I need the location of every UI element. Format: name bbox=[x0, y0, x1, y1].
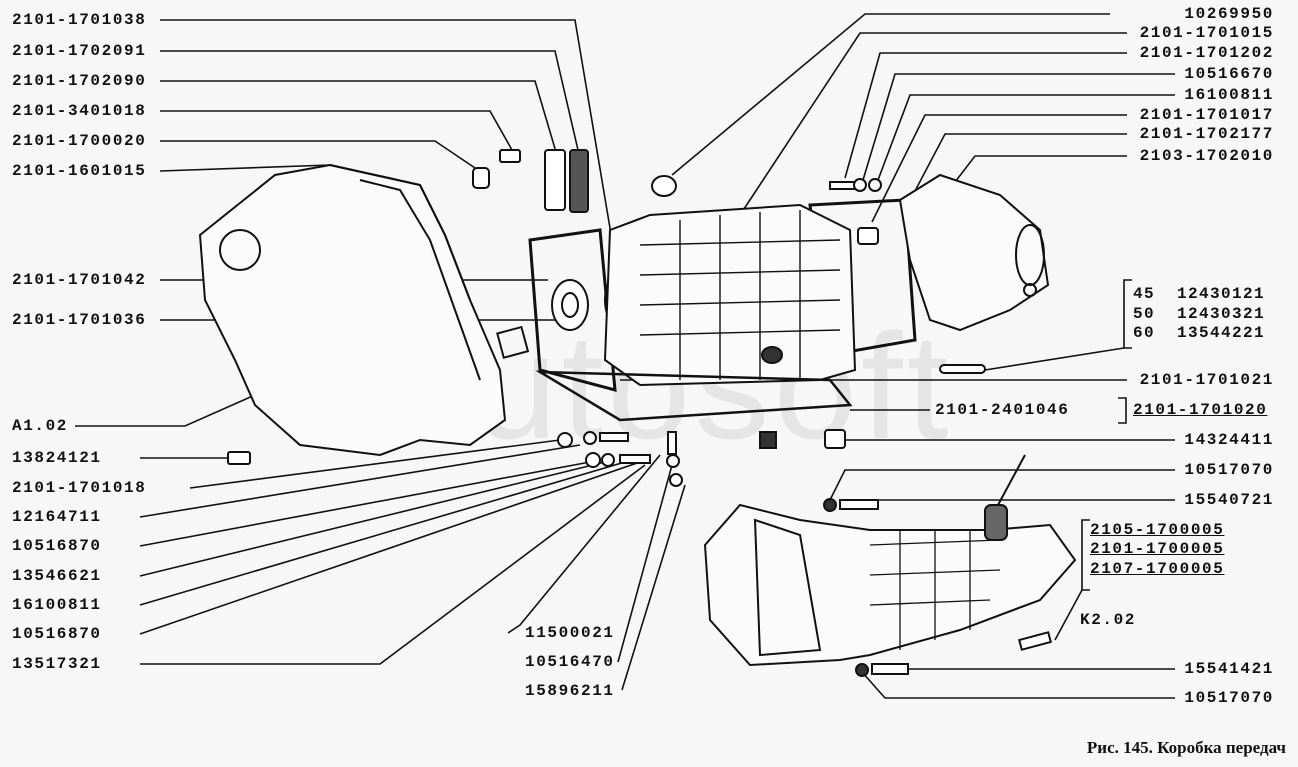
part-label: 12430121 bbox=[1177, 285, 1266, 303]
part-label: 10516870 bbox=[12, 625, 102, 643]
part-label: 2101-1701017 bbox=[1139, 106, 1274, 124]
section-ref-label: K2.02 bbox=[1080, 611, 1137, 629]
leader-line bbox=[159, 164, 331, 172]
front-gasket bbox=[528, 228, 617, 393]
leader-line bbox=[139, 444, 581, 518]
part-label: 2101-1701018 bbox=[12, 479, 147, 497]
leader-line bbox=[904, 133, 1127, 211]
length-value: 60 bbox=[1133, 324, 1156, 342]
small-parts bbox=[227, 149, 1053, 677]
table-row: 60 13544221 bbox=[1133, 324, 1265, 344]
assembly-label: 2101-1701020 bbox=[1133, 401, 1268, 419]
leader-line bbox=[160, 140, 479, 171]
part-label: 13517321 bbox=[12, 655, 102, 673]
part-label: 10269950 bbox=[1184, 5, 1274, 23]
part-label: 10516670 bbox=[1184, 65, 1274, 83]
gearbox-variant-label: 2101-1700005 bbox=[1090, 540, 1225, 558]
leader-line bbox=[877, 94, 1175, 181]
part-label: 2101-3401018 bbox=[12, 102, 147, 120]
stud bbox=[829, 181, 856, 190]
leader-line bbox=[140, 464, 646, 665]
leader-line bbox=[871, 114, 1127, 223]
part-label: 2101-2401046 bbox=[935, 401, 1070, 419]
leader-line bbox=[739, 32, 1127, 216]
part-label: 2101-1700020 bbox=[12, 132, 147, 150]
leader-line bbox=[160, 19, 613, 241]
leader-line bbox=[671, 13, 1110, 176]
leader-line bbox=[862, 73, 1175, 181]
part-label: 14324411 bbox=[1184, 431, 1274, 449]
figure-caption: Рис. 145. Коробка передач bbox=[1086, 738, 1286, 757]
leader-line bbox=[861, 671, 1175, 699]
table-row: 45 12430121 bbox=[1133, 285, 1265, 305]
part-label: 13824121 bbox=[12, 449, 102, 467]
length-value: 50 bbox=[1133, 304, 1156, 323]
leader-line bbox=[160, 110, 513, 151]
leader-line bbox=[621, 484, 686, 691]
leader-line bbox=[507, 454, 661, 634]
part-label: 10516870 bbox=[12, 537, 102, 555]
bolt-head bbox=[499, 149, 521, 163]
clutch-bell-housing bbox=[198, 163, 530, 457]
part-label: 2101-1701036 bbox=[12, 311, 147, 329]
pin bbox=[939, 364, 986, 374]
part-label: 2101-1601015 bbox=[12, 162, 147, 180]
part-label: 16100811 bbox=[12, 596, 102, 614]
plug bbox=[857, 227, 879, 245]
part-label: 2101-1702090 bbox=[12, 72, 147, 90]
leader-line bbox=[139, 461, 626, 606]
part-label: 15896211 bbox=[525, 682, 615, 700]
leader-line bbox=[160, 50, 579, 151]
part-label: 2101-1702177 bbox=[1139, 125, 1274, 143]
part-label: 11500021 bbox=[525, 624, 615, 642]
leader-line bbox=[984, 347, 1125, 371]
table-row: 50 12430321 bbox=[1133, 305, 1265, 325]
leader-line bbox=[75, 394, 256, 427]
part-label: 10517070 bbox=[1184, 461, 1274, 479]
pin-length-table: 45 12430121 50 12430321 60 13544221 bbox=[1133, 285, 1265, 344]
part-label: 12430321 bbox=[1177, 304, 1266, 323]
gearbox-variant-label: 2107-1700005 bbox=[1090, 560, 1225, 578]
part-label: 13546621 bbox=[12, 567, 102, 585]
length-value: 45 bbox=[1133, 285, 1156, 303]
bottom-cover bbox=[535, 370, 853, 422]
gearbox-case bbox=[603, 203, 857, 387]
section-ref-label: A1.02 bbox=[12, 417, 69, 435]
table-bracket bbox=[1123, 279, 1132, 349]
leader-line bbox=[139, 461, 591, 547]
part-label: 15540721 bbox=[1184, 491, 1274, 509]
leader-lines-right bbox=[620, 13, 1175, 699]
part-label: 12164711 bbox=[12, 508, 102, 526]
leader-line bbox=[160, 80, 557, 153]
gearbox-variant-label: 2105-1700005 bbox=[1090, 521, 1225, 539]
leader-line bbox=[139, 461, 606, 577]
part-label: 2101-1701015 bbox=[1139, 24, 1274, 42]
plug bbox=[651, 175, 677, 197]
variants-bracket bbox=[1081, 519, 1090, 591]
part-label: 16100811 bbox=[1184, 86, 1274, 104]
part-label: 2101-1702091 bbox=[12, 42, 147, 60]
plug bbox=[227, 451, 251, 465]
part-label: 2101-1701042 bbox=[12, 271, 147, 289]
part-label: 2101-1701021 bbox=[1139, 371, 1274, 389]
spring-cover bbox=[544, 149, 566, 211]
leader-line bbox=[189, 439, 561, 489]
part-label: 15541421 bbox=[1184, 660, 1274, 678]
leader-line bbox=[829, 469, 1175, 501]
leader-line bbox=[139, 461, 641, 635]
plug bbox=[472, 167, 490, 189]
part-label: 10516470 bbox=[525, 653, 615, 671]
spring bbox=[569, 149, 589, 213]
part-label: 10517070 bbox=[1184, 689, 1274, 707]
part-label: 2101-1701202 bbox=[1139, 44, 1274, 62]
part-label: 2103-1702010 bbox=[1139, 147, 1274, 165]
assembly-bracket bbox=[1118, 397, 1127, 424]
part-label: 13544221 bbox=[1177, 324, 1266, 342]
part-label: 2101-1701038 bbox=[12, 11, 147, 29]
leader-line bbox=[844, 52, 1127, 179]
leader-line bbox=[1054, 589, 1083, 641]
assembled-gearbox bbox=[703, 454, 1077, 667]
rear-extension-housing bbox=[898, 173, 1050, 332]
leader-line bbox=[617, 464, 673, 663]
